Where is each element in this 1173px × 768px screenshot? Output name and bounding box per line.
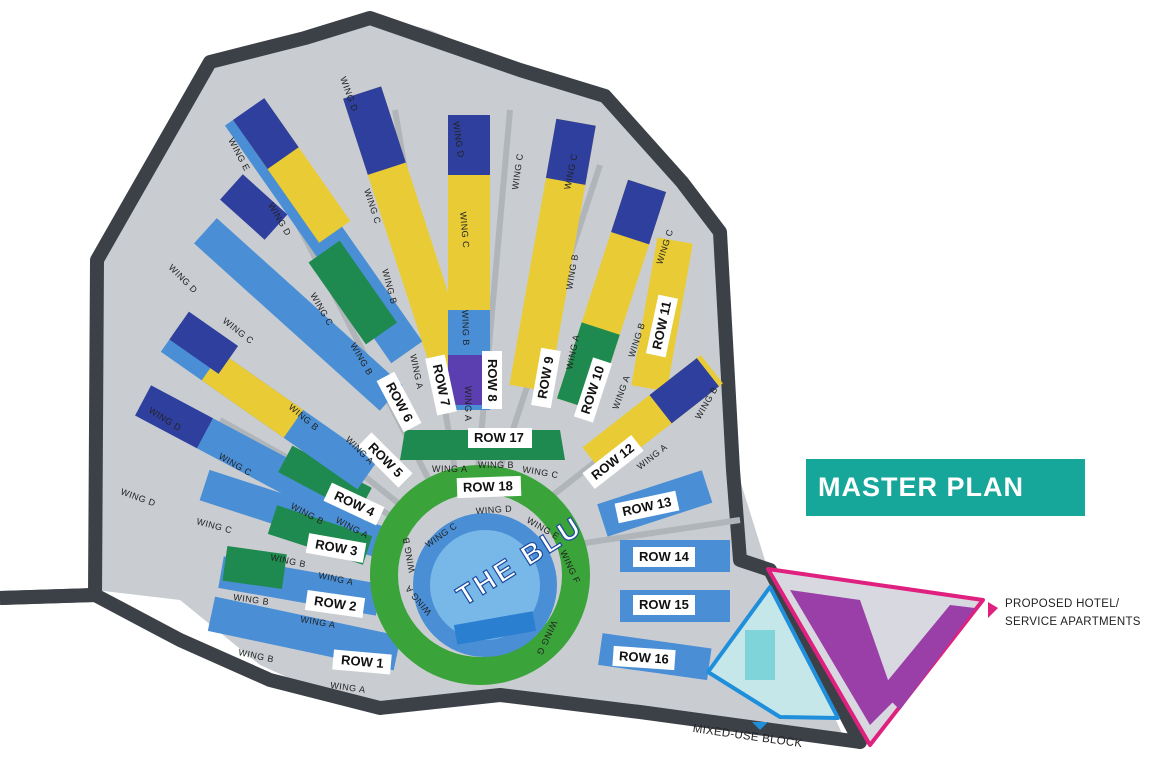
row-label-1: ROW 1 — [332, 649, 392, 675]
wing-label: WING A — [330, 680, 367, 695]
hotel-callout: PROPOSED HOTEL/ SERVICE APARTMENTS — [1005, 595, 1165, 631]
wing-label: WING B — [478, 460, 514, 470]
svg-text:ROW 17: ROW 17 — [474, 430, 524, 445]
svg-text:ROW 2: ROW 2 — [313, 593, 357, 614]
mixed-use-block — [706, 585, 840, 720]
svg-text:ROW 8: ROW 8 — [485, 359, 500, 402]
wing-label: WING D — [475, 503, 512, 516]
hotel-callout-line1: PROPOSED HOTEL/ — [1005, 598, 1120, 610]
svg-text:ROW 16: ROW 16 — [619, 648, 670, 666]
west-road — [0, 588, 96, 605]
svg-text:ROW 3: ROW 3 — [314, 536, 359, 558]
row-label-2: ROW 2 — [304, 590, 366, 618]
row-label-3: ROW 3 — [305, 533, 367, 563]
svg-text:ROW 14: ROW 14 — [639, 549, 690, 564]
perimeter-road — [88, 11, 867, 749]
wing-label: WING B — [460, 310, 471, 346]
row-label-16: ROW 16 — [612, 645, 676, 671]
central-cluster — [370, 465, 590, 685]
mixed-use-arrow-icon — [752, 722, 768, 730]
row-label-9: ROW 9 — [531, 347, 561, 409]
row-label-17: ROW 17 — [468, 428, 532, 448]
master-plan-title: MASTER PLAN — [806, 459, 1085, 516]
row-labels: ROW 1 ROW 2 ROW 3 ROW 4 ROW 5 ROW 6 ROW … — [304, 294, 695, 675]
row-label-8: ROW 8 — [482, 351, 502, 409]
wing-label: WING C — [458, 211, 471, 248]
svg-text:ROW 1: ROW 1 — [340, 652, 384, 671]
wing-label: WING B — [233, 592, 270, 607]
wing-label: WING A — [432, 464, 468, 474]
row-label-7: ROW 7 — [425, 354, 457, 416]
hotel-callout-line2: SERVICE APARTMENTS — [1005, 616, 1141, 628]
svg-text:ROW 18: ROW 18 — [463, 478, 513, 495]
svg-text:ROW 15: ROW 15 — [639, 597, 689, 612]
hotel-arrow-icon — [988, 602, 998, 618]
row-label-18: ROW 18 — [456, 475, 522, 499]
bottom-road — [0, 588, 861, 749]
proposed-hotel-block — [766, 567, 985, 747]
row-label-15: ROW 15 — [633, 595, 695, 615]
wing-label: WING A — [463, 386, 473, 422]
row-label-14: ROW 14 — [633, 547, 695, 567]
svg-text:ROW 9: ROW 9 — [534, 355, 556, 400]
